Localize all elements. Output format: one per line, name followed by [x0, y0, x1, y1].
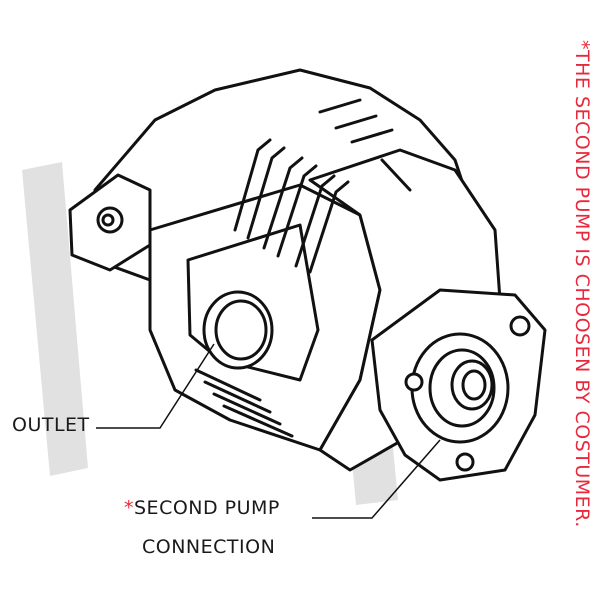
pump-body: [68, 68, 547, 482]
leader-lines: [96, 343, 441, 519]
second-pump-asterisk: *: [124, 497, 134, 519]
second-pump-label-line1: *SECOND PUMP: [124, 499, 280, 518]
outlet-label: OUTLET: [12, 414, 90, 436]
second-pump-label-line2: CONNECTION: [142, 536, 276, 558]
second-pump-label-text: SECOND PUMP: [134, 497, 280, 519]
second-pump-leader: [312, 439, 441, 519]
side-note: *THE SECOND PUMP IS CHOOSEN BY COSTUMER.: [571, 40, 593, 528]
housing-ribs: [194, 98, 412, 438]
outlet-leader: [96, 343, 215, 429]
